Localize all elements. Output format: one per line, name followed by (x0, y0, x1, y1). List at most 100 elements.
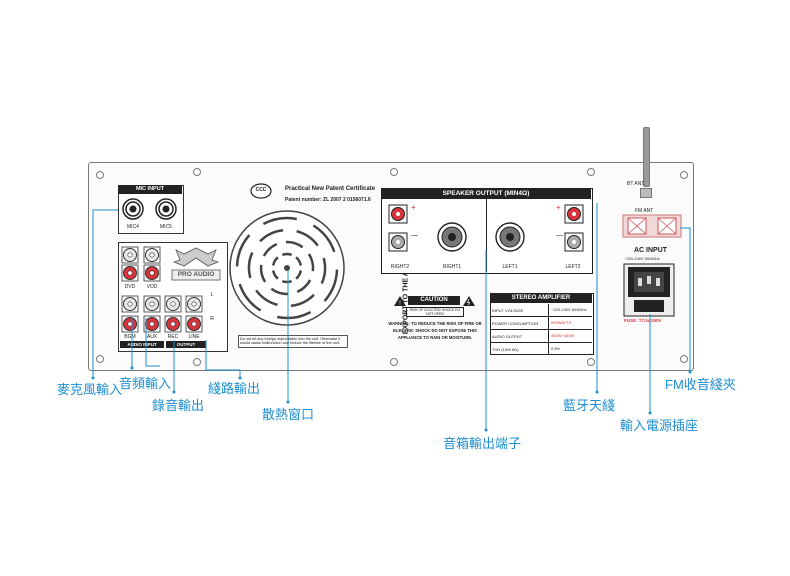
speaker-output-title: SPEAKER OUTPUT (MIN4Ω) (381, 188, 591, 199)
speaker-output-section (381, 188, 593, 274)
panel-screw (390, 358, 398, 366)
svg-text:!: ! (399, 301, 401, 307)
vent-slot (262, 216, 298, 226)
right2-label: RIGHT2 (390, 264, 410, 270)
vent-warning: Do not let any foreign object fallen int… (238, 335, 348, 348)
left2-label: LEFT2 (565, 264, 581, 270)
callout-fm-clip: FM收音綫夾 (665, 377, 736, 392)
vent-slot (235, 234, 251, 267)
warning-triangle-icon: ! (394, 296, 406, 307)
aux-jack-r[interactable] (143, 315, 161, 333)
callout-mic-input: 麥克風輸入 (57, 382, 123, 397)
fm-ant-label: FM ANT (635, 208, 654, 214)
spec-table (490, 293, 594, 355)
r-label: R (210, 316, 214, 322)
line-jack-l[interactable] (185, 295, 203, 313)
spec-value: 600WATTS (548, 317, 592, 329)
panel-screw (390, 168, 398, 176)
spec-row: AUDIO OUTPUT 450W+450W (490, 330, 592, 343)
mic4-label: MIC4 (127, 224, 139, 230)
vent-slot (271, 270, 279, 280)
right1-speakon-connector[interactable] (437, 222, 467, 252)
callout-audio-input: 音頻輸入 (119, 376, 172, 391)
vent-slot (323, 269, 339, 302)
spec-title: STEREO AMPLIFIER (490, 293, 592, 303)
spec-name: INPUT VOLTAGE (492, 307, 524, 313)
vent-slot (307, 253, 315, 272)
rec-jack-r[interactable] (164, 315, 182, 333)
mic5-label: MIC5 (160, 224, 172, 230)
fm-antenna-clip[interactable] (622, 214, 682, 238)
panel-screw (587, 168, 595, 176)
vent-slot (259, 264, 267, 283)
dvd-jack-l[interactable] (121, 246, 139, 264)
caution-text: WARNING: TO REDUCE THE RISK OF FIRE OR E… (388, 321, 482, 340)
callout-power-socket: 輸入電源插座 (620, 418, 699, 433)
callout-rec-output: 錄音輸出 (152, 398, 205, 413)
spec-value: 450W+450W (548, 330, 592, 342)
power-socket[interactable] (623, 263, 675, 317)
vod-jack-r[interactable] (143, 264, 161, 282)
callout-vent: 散熱窗口 (262, 407, 315, 422)
bt-antenna[interactable] (643, 127, 650, 187)
panel-screw (193, 358, 201, 366)
right2-binding-post[interactable] (388, 204, 408, 252)
panel-screw (96, 355, 104, 363)
speaker-divider (486, 199, 487, 272)
mic4-jack[interactable] (122, 198, 144, 220)
rec-label: REC (167, 334, 179, 340)
panel-screw (96, 171, 104, 179)
cooling-vent (229, 210, 345, 326)
panel-screw (680, 355, 688, 363)
dvd-label: DVD (124, 284, 136, 290)
bgm-jack-r[interactable] (121, 315, 139, 333)
mic5-jack[interactable] (155, 198, 177, 220)
speaker-terminals (388, 204, 584, 252)
bgm-jack-l[interactable] (121, 295, 139, 313)
fuse-label: FUSE: T7.5A250V (624, 318, 662, 323)
spec-row: POWER CONSUMPTION 600WATTS (490, 317, 592, 330)
rca-jacks (121, 246, 203, 333)
caution-shock-box: RISK OF ELECTRIC SHOCK DO NOT OPEN (406, 307, 464, 317)
right2-plus: + (411, 203, 416, 212)
dvd-jack-r[interactable] (121, 264, 139, 282)
vent-slot (312, 224, 336, 253)
vent-slot (238, 283, 262, 312)
caution-title: CAUTION (408, 296, 460, 305)
right1-label: RIGHT1 (442, 264, 462, 270)
left2-plus: + (556, 203, 561, 212)
line-jack-r[interactable] (185, 315, 203, 333)
vent-slot (296, 229, 319, 247)
rec-jack-l[interactable] (164, 295, 182, 313)
vent-slot (285, 240, 304, 249)
output-label: OUTPUT (166, 341, 206, 348)
vent-slot (290, 293, 315, 308)
vent-slot (295, 256, 303, 266)
ccc-mark: CCC (255, 187, 267, 193)
aux-jack-l[interactable] (143, 295, 161, 313)
vent-slot (320, 257, 327, 285)
left2-binding-post[interactable] (564, 204, 584, 252)
patent-number: Patent number: ZL 2007 2 0156071.6 (285, 197, 371, 203)
patent-title: Practical New Patent Certificate (285, 186, 376, 192)
spec-name: THD (10W 8Ω) (492, 346, 519, 352)
spec-row: INPUT VOLTAGE ~220-240V 50/60Hz (490, 304, 592, 317)
bt-antenna-base (640, 188, 652, 198)
mic-input-title: MIC INPUT (118, 185, 182, 194)
ac-spec-label: ~220-240V 50/60Hz (624, 256, 660, 261)
spec-value: 0.5% (548, 343, 592, 355)
vent-slot (247, 251, 254, 279)
panel-screw (193, 168, 201, 176)
spec-name: POWER CONSUMPTION (492, 320, 539, 326)
vent-slot (276, 310, 312, 320)
spec-row: THD (10W 8Ω) 0.5% (490, 343, 592, 355)
right2-minus: — (411, 232, 418, 239)
left1-speakon-connector[interactable] (495, 222, 525, 252)
mic-jacks (122, 198, 177, 220)
vent-slot (281, 252, 293, 257)
vod-jack-l[interactable] (143, 246, 161, 264)
panel-screw (587, 358, 595, 366)
ccc-mark-icon (250, 183, 272, 199)
vent-slot (255, 289, 278, 307)
bt-ant-label: BT ANT. (627, 181, 646, 187)
